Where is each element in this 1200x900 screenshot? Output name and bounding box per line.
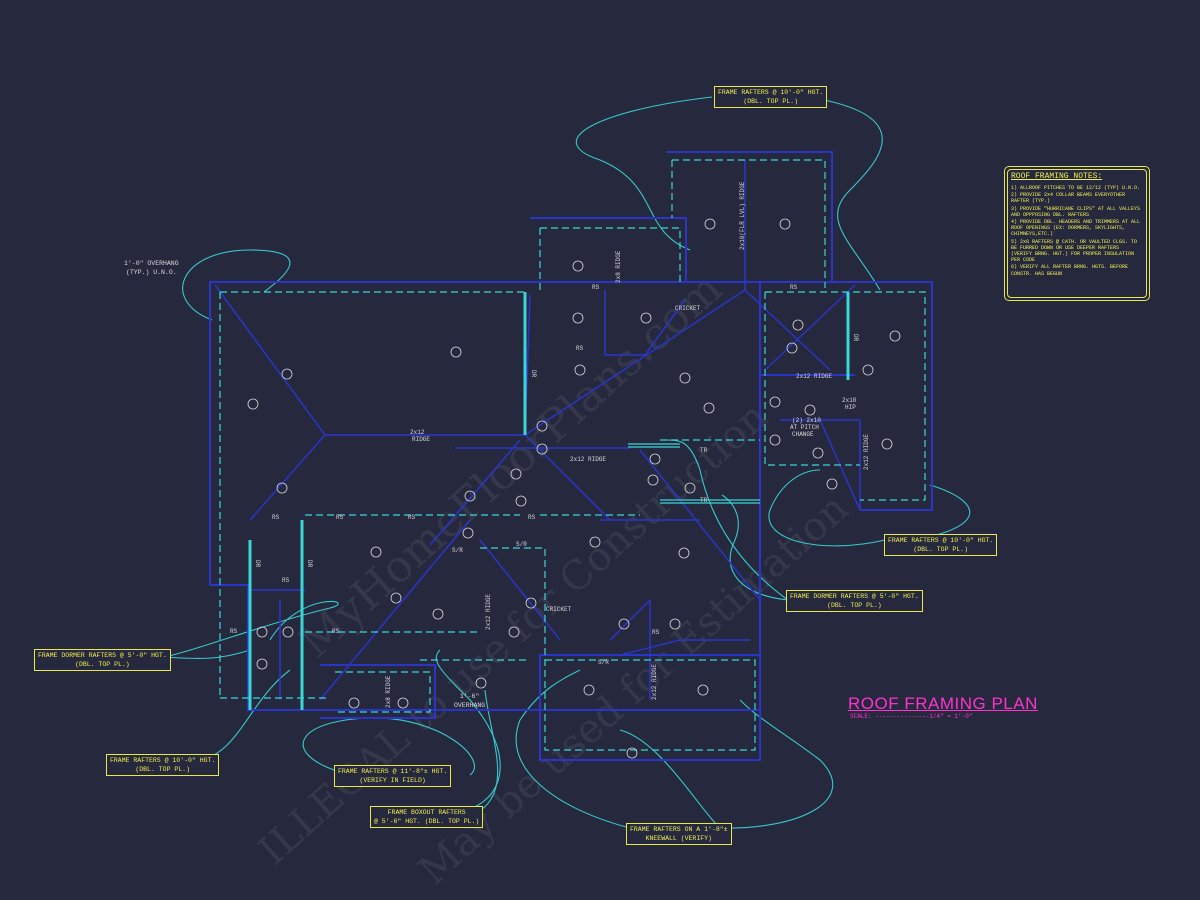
callout-kneewall-line-1: FRAME RAFTERS ON A 1'-8"± [630,826,728,833]
callout-dormer-right: FRAME DORMER RAFTERS @ 5'-0" HGT. (DBL. … [786,590,923,612]
rs-label-3: RS [336,514,344,521]
rs-label-2: RS [576,345,584,352]
note-item: 1) ALLROOF PITCHES TO BE 12/12 (TYP) U.N… [1011,185,1141,191]
leader-lines [151,96,971,829]
overhang-top-label: 1'-0" OVERHANG (TYP.) U.N.O. [124,259,179,277]
dormer-walls [248,292,850,710]
ridge-vert-bot: 2x12 RIDGE [651,664,658,700]
callout-dormer-left-line-1: FRAME DORMER RAFTERS @ 5'-0" HGT. [38,652,167,659]
rs-label-6: RS [272,514,280,521]
ridge-center-label: 2x12 RIDGE [570,456,606,463]
callout-right-mid-line-2: (DBL. TOP PL.) [913,546,968,553]
rafter-markers [247,218,901,759]
sr-label-2: S/R [516,541,527,548]
plan-title: ROOF FRAMING PLAN [848,694,1038,713]
overhang-bottom-line-2: OVERHANG [454,702,486,709]
note-item: 5) 2x8 RAFTERS @ CATH. OR VAULTED CLGS. … [1011,238,1138,264]
callout-verify-field-line-1: FRAME RAFTERS @ 11'-8"± HGT. [338,768,448,775]
exterior-walls [209,151,933,761]
callout-boxout-line-2: @ 5'-6" HGT. (DBL. TOP PL.) [374,818,480,825]
callout-verify-field-line-2: (VERIFY IN FIELD) [359,777,426,784]
callout-dormer-right-line-2: (DBL. TOP PL.) [827,602,882,609]
pitch-change-label-1: (2) 2x10 [792,417,821,424]
callout-boxout-line-1: FRAME BOXOUT RAFTERS [387,809,466,816]
pitch-change-label-3: CHANGE [792,431,814,438]
dr-label-4: DR [306,560,313,568]
rs-label-1: RS [592,284,600,291]
callout-kneewall-line-2: KNEEWALL (VERIFY) [645,835,712,842]
callout-top-center-line-2: (DBL. TOP PL.) [743,98,798,105]
ridge-main-label-1: 2x12 [410,429,425,436]
callout-top-center: FRAME RAFTERS @ 10'-0" HGT. (DBL. TOP PL… [714,86,828,108]
callout-dormer-right-line-1: FRAME DORMER RAFTERS @ 5'-0" HGT. [790,593,919,600]
callout-verify-field: FRAME RAFTERS @ 11'-8"± HGT. (VERIFY IN … [334,765,452,787]
plan-scale: SCALE: ---------------1/4" = 1'-0" [850,713,973,720]
sr-label-3: S/R [598,659,609,666]
dashed-eave-lines [219,159,926,751]
rs-label-7: RS [282,577,290,584]
callout-dormer-left-line-2: (DBL. TOP PL.) [75,661,130,668]
dr-label-1: DR [530,370,537,378]
ridge-vert-top: 2x8 RIDGE [615,250,622,283]
rs-label-9: RS [332,628,340,635]
callout-kneewall: FRAME RAFTERS ON A 1'-8"± KNEEWALL (VERI… [626,823,732,845]
dr-label-2: DR [852,334,859,342]
callout-right-mid: FRAME RAFTERS @ 10'-0" HGT. (DBL. TOP PL… [884,534,998,556]
ridge-right-label: 2x12 RIDGE [796,373,832,380]
note-item: 6) VERIFY ALL RAFTER BRNG. HGTS. BEFORE … [1011,264,1129,277]
hip-right-label-1: 2x10 [842,397,857,404]
rs-label-5: RS [528,514,536,521]
callout-boxout: FRAME BOXOUT RAFTERS @ 5'-6" HGT. (DBL. … [370,806,484,828]
roof-lines [214,160,861,701]
callout-bottom-left-line-1: FRAME RAFTERS @ 10'-0" HGT. [110,757,216,764]
ridge-vert-tr: 2x10(FLR LVL) RIDGE [739,181,746,250]
plan-text: 2x12 RIDGE 2x12 RIDGE 2x12 RIDGE 2x10 HI… [230,181,870,708]
overhang-bottom-line-1: 1'-6" [459,693,480,700]
ridge-vert-mid: 2x12 RIDGE [485,594,492,630]
note-item: 4) PROVIDE DBL. HEADERS AND TRIMMERS AT … [1011,219,1141,238]
rs-label-10: RS [652,629,660,636]
ridge-main-label-2: RIDGE [412,436,430,443]
notes-list: 1) ALLROOF PITCHES TO BE 12/12 (TYP) U.N… [1011,185,1143,277]
callout-dormer-left: FRAME DORMER RAFTERS @ 5'-0" HGT. (DBL. … [34,649,171,671]
cricket-top-label: CRICKET [675,305,701,312]
rs-label-11: RS [790,284,798,291]
ridge-vert-bl: 2x8 RIDGE [385,675,392,708]
ridge-vert-right: 2x12 RIDGE [863,434,870,470]
sr-label-1: S/R [452,547,463,554]
overhang-top-line-1: 1'-0" OVERHANG [124,260,179,267]
overhang-bottom-label: 1'-6" OVERHANG [454,692,485,710]
callout-top-center-line-1: FRAME RAFTERS @ 10'-0" HGT. [718,89,824,96]
dr-label-3: DR [254,560,261,568]
tr-label-2: TR [700,497,708,504]
note-item: 2) PROVIDE 2x4 COLLAR BEAMS EVERYOTHER R… [1011,192,1126,205]
roof-framing-notes: ROOF FRAMING NOTES: 1) ALLROOF PITCHES T… [1004,166,1150,301]
hip-right-label-2: HIP [845,404,856,411]
overhang-top-line-2: (TYP.) U.N.O. [125,269,177,276]
rs-label-4: RS [408,514,416,521]
notes-heading: ROOF FRAMING NOTES: [1011,172,1103,181]
notes-inner-border [1007,169,1147,298]
hatch-marks [628,443,760,504]
note-item: 3) PROVIDE "HURRICANE CLIPS" AT ALL VALL… [1011,205,1141,218]
callout-bottom-left-line-2: (DBL. TOP PL.) [135,766,190,773]
pitch-change-label-2: AT PITCH [790,424,819,431]
rs-label-8: RS [230,628,238,635]
callout-bottom-left: FRAME RAFTERS @ 10'-0" HGT. (DBL. TOP PL… [106,754,220,776]
tr-label-1: TR [700,447,708,454]
callout-right-mid-line-1: FRAME RAFTERS @ 10'-0" HGT. [888,537,994,544]
cricket-bottom-label: CRICKET [546,606,572,613]
